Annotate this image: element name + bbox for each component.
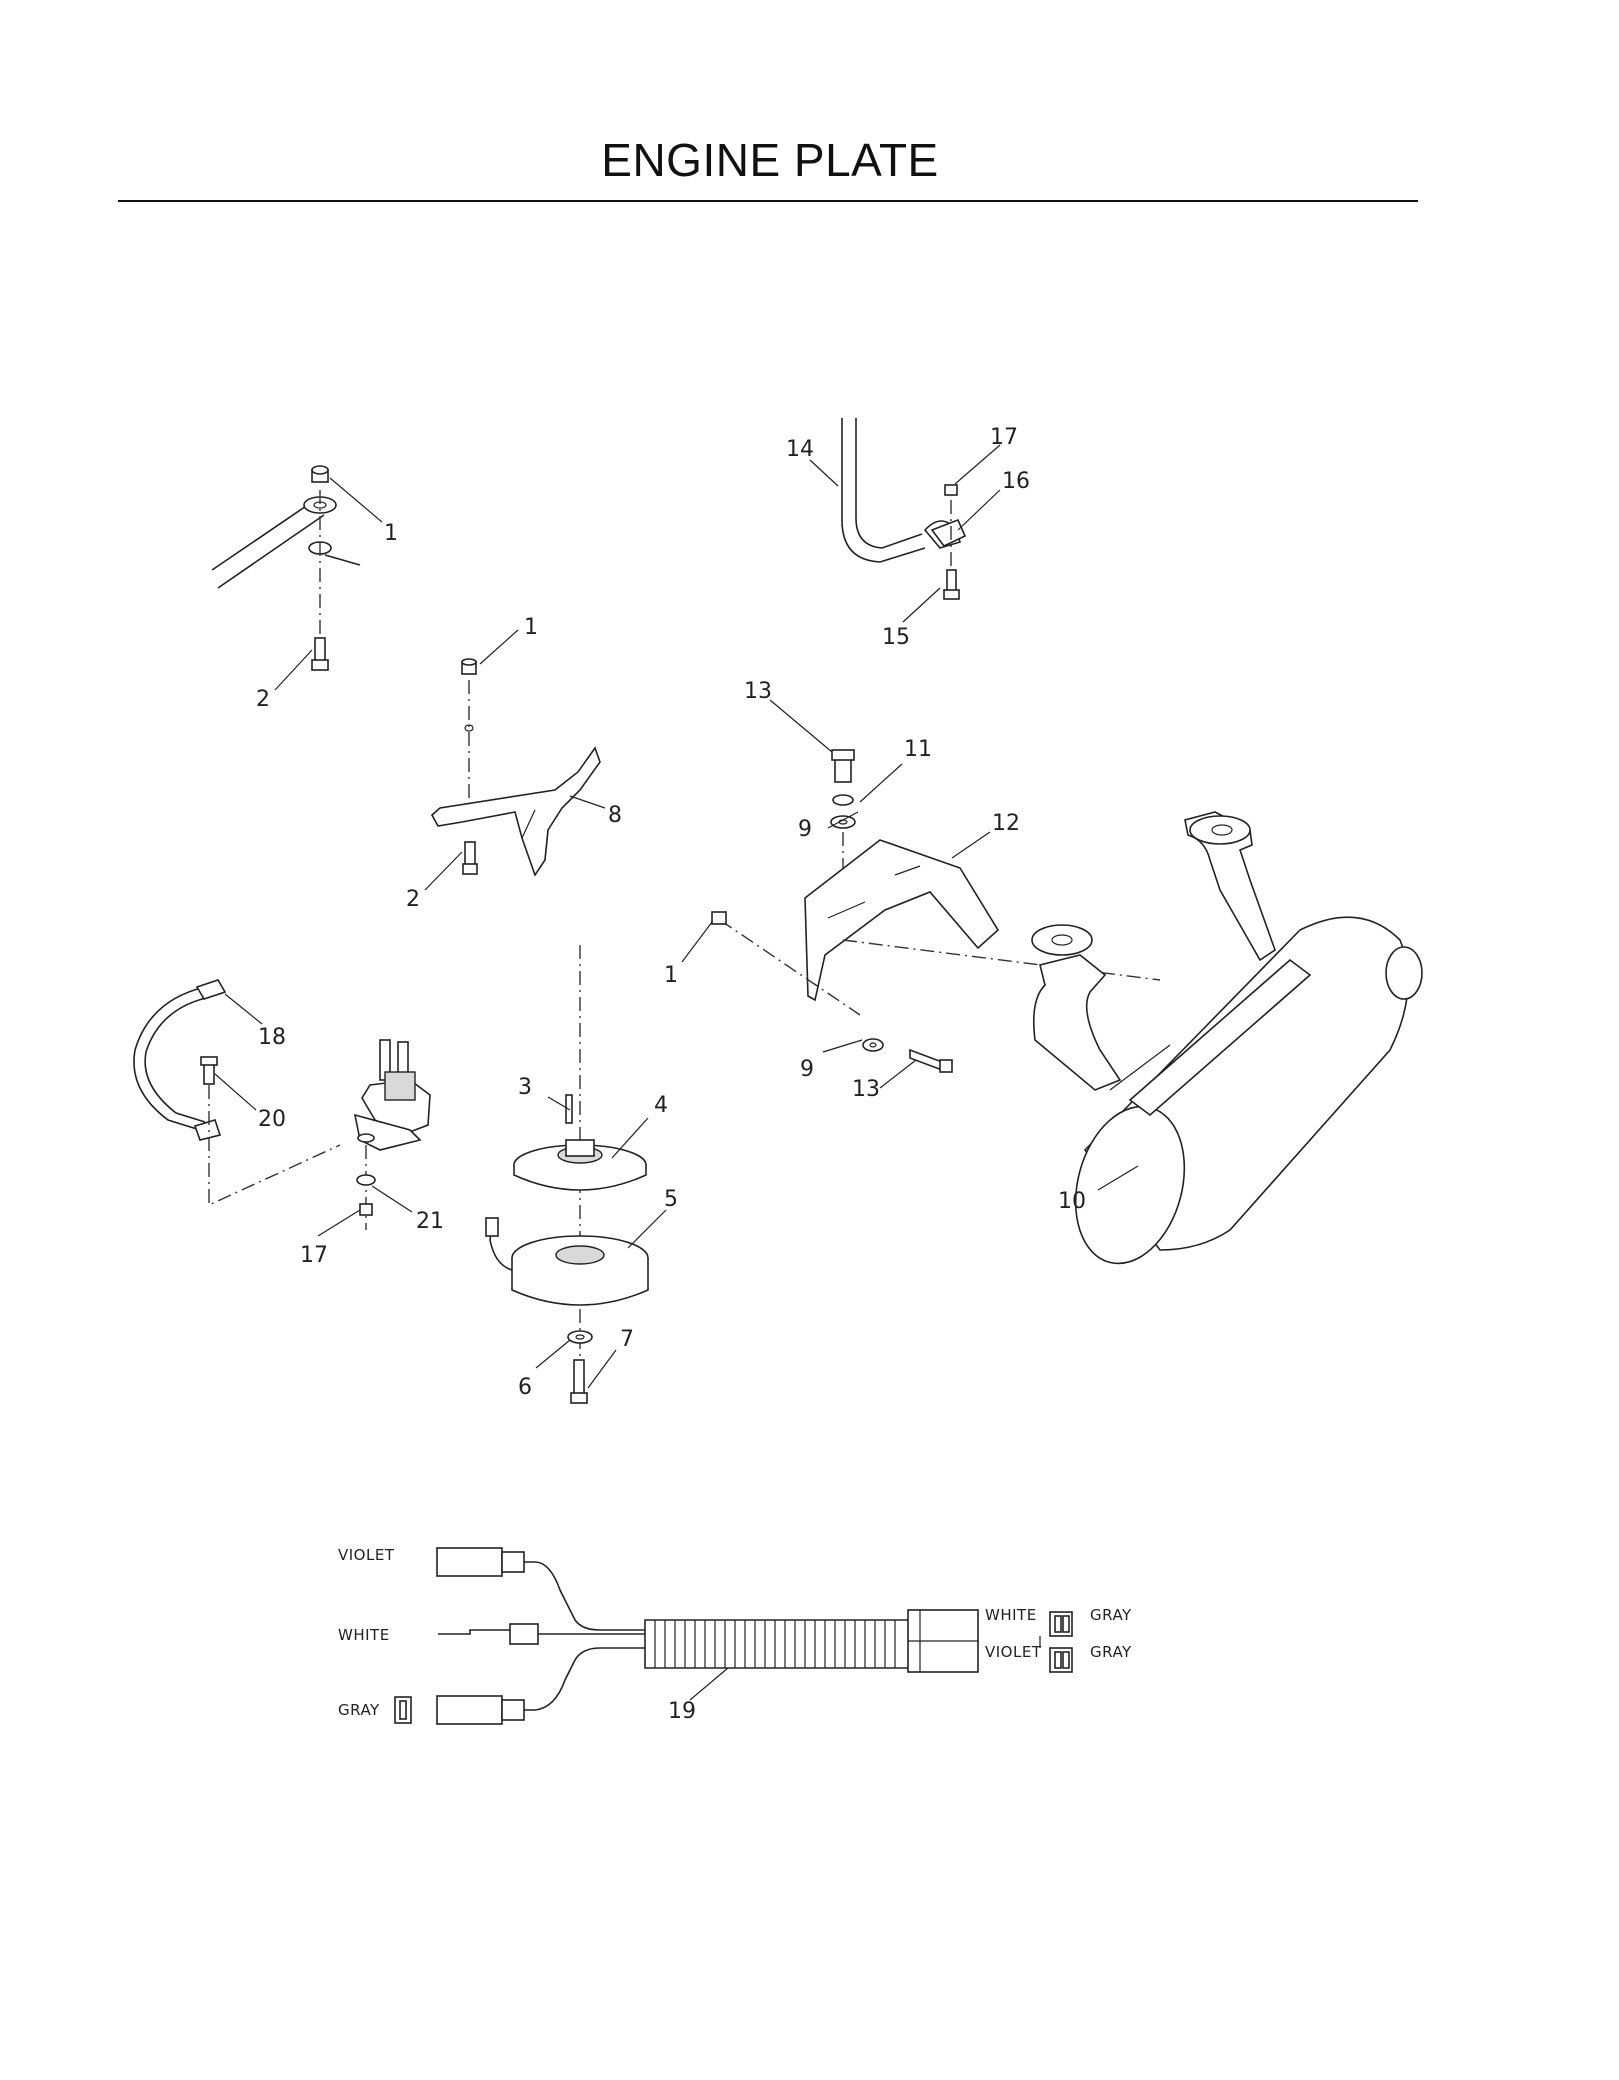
starter-solenoid-assembly xyxy=(133,979,431,1230)
callout-11: 11 xyxy=(904,737,932,762)
callout-20: 20 xyxy=(258,1107,286,1132)
callout-12: 12 xyxy=(992,811,1020,836)
wire-color-labels: VIOLET WHITE GRAY WHITE GRAY VIOLET GRAY xyxy=(338,1546,1132,1719)
callout-8: 8 xyxy=(608,803,622,828)
callout-17b: 17 xyxy=(300,1243,328,1268)
wire-label-gray-left: GRAY xyxy=(338,1701,380,1719)
wire-label-violet-right: VIOLET xyxy=(985,1643,1042,1661)
callout-19: 19 xyxy=(668,1699,696,1724)
callout-5: 5 xyxy=(664,1187,678,1212)
callout-numbers: 1 2 1 2 8 14 17 16 15 13 11 12 9 1 9 13 … xyxy=(256,425,1086,1724)
page-title: ENGINE PLATE xyxy=(601,134,939,186)
callout-2a: 2 xyxy=(256,687,270,712)
mount-bracket-8 xyxy=(430,658,601,877)
callout-7: 7 xyxy=(620,1327,634,1352)
callout-6: 6 xyxy=(518,1375,532,1400)
callout-3: 3 xyxy=(518,1075,532,1100)
callout-1a: 1 xyxy=(384,521,398,546)
callout-17a: 17 xyxy=(990,425,1018,450)
callout-21: 21 xyxy=(416,1209,444,1234)
callout-18: 18 xyxy=(258,1025,286,1050)
callout-13a: 13 xyxy=(744,679,772,704)
wire-label-gray-right-bottom: GRAY xyxy=(1090,1643,1132,1661)
cable-terminal-assembly xyxy=(211,465,361,671)
wire-label-white-left: WHITE xyxy=(338,1626,390,1644)
callout-9b: 9 xyxy=(800,1057,814,1082)
callout-4: 4 xyxy=(654,1093,668,1118)
fuel-line-clamp-assembly xyxy=(841,418,967,600)
callout-14: 14 xyxy=(786,437,814,462)
callout-10: 10 xyxy=(1058,1189,1086,1214)
muffler-10 xyxy=(1031,811,1423,1265)
wire-label-white-right: WHITE xyxy=(985,1606,1037,1624)
wire-label-violet-left: VIOLET xyxy=(338,1546,395,1564)
callout-13b: 13 xyxy=(852,1077,880,1102)
callout-2b: 2 xyxy=(406,887,420,912)
callout-9a: 9 xyxy=(798,817,812,842)
pto-clutch-assembly xyxy=(485,945,649,1404)
callout-16: 16 xyxy=(1002,469,1030,494)
title-rule xyxy=(118,200,1418,202)
callout-leaders xyxy=(214,444,1139,1701)
wiring-harness-19 xyxy=(394,1547,1073,1725)
wire-label-gray-right-top: GRAY xyxy=(1090,1606,1132,1624)
callout-1c: 1 xyxy=(664,963,678,988)
callout-1b: 1 xyxy=(524,615,538,640)
heat-shield-12 xyxy=(711,749,1161,1073)
callout-15: 15 xyxy=(882,625,910,650)
